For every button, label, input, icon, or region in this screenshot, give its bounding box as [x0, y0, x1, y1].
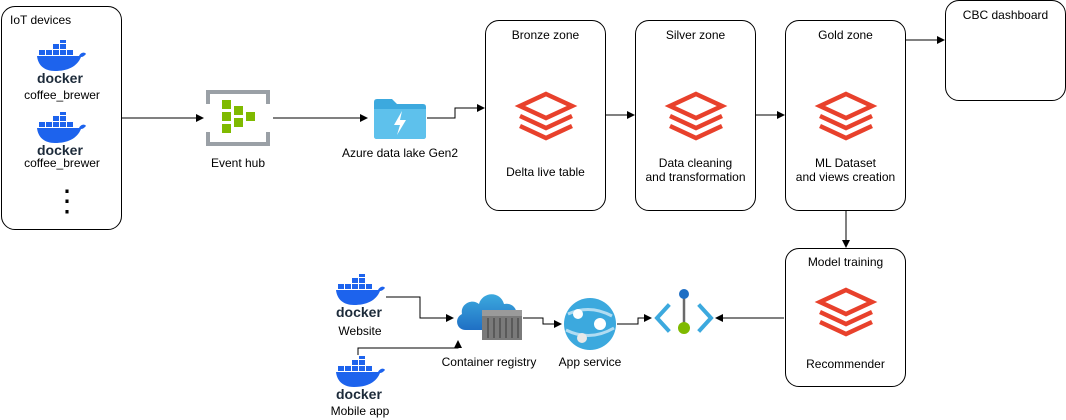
- docker-icon: docker: [336, 274, 385, 320]
- docker-wordmark: docker: [37, 70, 83, 86]
- databricks-icon: [814, 91, 878, 141]
- docker-icon: docker: [37, 112, 86, 158]
- device-label-2: coffee_brewer: [24, 156, 100, 170]
- model-training-title: Model training: [807, 255, 884, 269]
- databricks-icon: [664, 91, 728, 141]
- docker-wordmark: docker: [336, 304, 382, 320]
- data-lake-icon: [374, 99, 426, 139]
- iot-devices-title: IoT devices: [10, 13, 72, 27]
- silver-zone-title: Silver zone: [665, 28, 726, 42]
- arrow-lake-to-bronze: [427, 104, 485, 119]
- arrow-appservice-to-api: [617, 314, 652, 325]
- more-devices-ellipsis: ⋮: [52, 185, 82, 218]
- bronze-zone-caption: Delta live table: [506, 165, 585, 179]
- databricks-icon: [514, 91, 578, 141]
- model-training-box: Model training: [785, 248, 906, 387]
- arrow-registry-to-appservice: [523, 317, 562, 328]
- arrow-website-to-registry: [386, 296, 454, 322]
- container-registry-label: Container registry: [441, 355, 537, 369]
- data-lake-label: Azure data lake Gen2: [341, 146, 459, 160]
- gold-zone-title: Gold zone: [818, 28, 873, 42]
- app-service-icon: [564, 298, 616, 350]
- device-label-1: coffee_brewer: [24, 88, 100, 102]
- docker-wordmark: docker: [37, 142, 83, 158]
- event-hub-label: Event hub: [210, 156, 266, 170]
- docker-icon: docker: [37, 40, 86, 86]
- cbc-dashboard-box: CBC dashboard: [945, 0, 1066, 101]
- arrow-mobile-to-registry: [357, 340, 462, 355]
- databricks-icon: [814, 287, 878, 337]
- silver-zone-caption-2: and transformation: [645, 170, 746, 184]
- cbc-dashboard-title: CBC dashboard: [962, 8, 1049, 22]
- gold-zone-caption-2: and views creation: [795, 170, 896, 184]
- api-icon: [654, 289, 714, 334]
- docker-wordmark: docker: [336, 386, 382, 402]
- app-service-label: App service: [558, 355, 622, 369]
- bronze-zone-title: Bronze zone: [511, 28, 580, 42]
- model-training-caption: Recommender: [806, 357, 885, 371]
- event-hub-icon: [204, 90, 272, 146]
- mobile-app-label: Mobile app: [330, 404, 390, 418]
- docker-icon: docker: [336, 356, 385, 402]
- cloud-registry-icon: [457, 294, 522, 340]
- silver-zone-caption-1: Data cleaning: [658, 156, 733, 170]
- website-label: Website: [338, 324, 382, 338]
- gold-zone-caption-1: ML Dataset: [815, 156, 876, 170]
